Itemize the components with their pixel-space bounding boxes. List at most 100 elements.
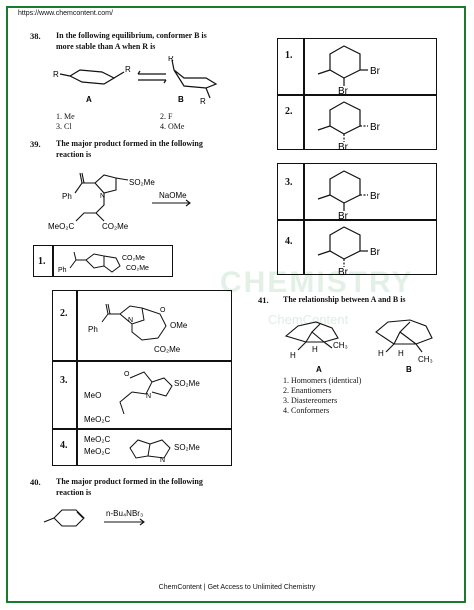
q39-option-1-co2me-b: CO₂Me: [126, 265, 149, 272]
q39-option-4-meo2c-a: MeO₂C: [84, 435, 110, 444]
q40-option-3-label[interactable]: 3.: [285, 177, 293, 188]
q40-option-4-br-b: Br: [338, 267, 349, 275]
q39-option-2-ome: OMe: [170, 321, 188, 330]
q39-option-2-label[interactable]: 2.: [60, 308, 68, 319]
q40-reagent: n-Bu₄NBr₃: [106, 509, 143, 518]
q40-option-1-br-a: Br: [370, 66, 381, 77]
q41-b-h-mid: H: [398, 349, 404, 358]
q38-text-line1: In the following equilibrium, conformer …: [56, 31, 207, 40]
q39-option-4-meo2c-b: MeO₂C: [84, 447, 110, 456]
q41-label-b: B: [406, 365, 412, 374]
q38-r-bottom: R: [200, 97, 206, 106]
q39-option-4-so2me: SO₂Me: [174, 443, 200, 452]
q41-option-2[interactable]: 2. Enantiomers: [283, 386, 332, 395]
q39-reactant-n: N: [100, 193, 105, 200]
q41-a-h-left: H: [290, 351, 296, 360]
q39-option-2-n: N: [128, 317, 133, 324]
q38-option-2[interactable]: 2. F: [160, 112, 173, 121]
q39-text-line2: reaction is: [56, 150, 92, 159]
q38-equilibrium-diagram: R R R R A B: [53, 56, 218, 106]
q39-options-2-4-box: [52, 290, 232, 466]
q39-option-3-meo2c: MeO₂C: [84, 415, 110, 424]
q39-option-4-n: N: [160, 457, 165, 464]
q39-option-divider-1: [52, 360, 232, 362]
q40-option-2-label[interactable]: 2.: [285, 106, 293, 117]
q39-option-3-label[interactable]: 3.: [60, 375, 68, 386]
q41-b-ch3: CH₃: [418, 355, 433, 364]
q41-number: 41.: [258, 295, 269, 305]
page-border: [6, 6, 466, 603]
q41-a-h-mid: H: [312, 345, 318, 354]
header-url[interactable]: https://www.chemcontent.com/: [18, 10, 113, 17]
q40-option-2-br-b: Br: [338, 142, 349, 150]
q41-structures-diagram: H H CH₃ H H CH₃ A B: [284, 319, 433, 374]
q39-option-1-label: 1.: [38, 256, 46, 267]
q38-r-top: R: [168, 56, 174, 63]
q39-number: 39.: [30, 139, 41, 149]
q40-column-divider-a: [303, 38, 305, 150]
q39-option-1-co2me-a: CO₂Me: [122, 255, 145, 262]
q39-option-1-divider: [52, 245, 54, 277]
q38-text-line2: more stable than A when R is: [56, 42, 156, 51]
q39-reactant-meo2c: MeO₂C: [48, 222, 74, 231]
footer-text: ChemContent | Get Access to Unlimited Ch…: [158, 584, 316, 591]
q40-option-1-label[interactable]: 1.: [285, 50, 293, 61]
q40-option-divider-a: [277, 94, 437, 96]
q39-option-divider-2: [52, 428, 232, 430]
q41-option-3[interactable]: 3. Diastereomers: [283, 396, 338, 405]
q39-option-column-divider: [76, 290, 78, 466]
q41-label-a: A: [316, 365, 322, 374]
q39-option-3-o: O: [124, 371, 130, 378]
q40-option-1-br-b: Br: [338, 86, 349, 94]
q40-option-4-br-a: Br: [370, 247, 381, 258]
q39-option-4-label[interactable]: 4.: [60, 440, 68, 451]
q38-r-left: R: [53, 70, 59, 79]
q39-option-1-ph: Ph: [58, 267, 67, 274]
q40-text-line2: reaction is: [56, 488, 92, 497]
q39-option-3-meo: MeO: [84, 391, 101, 400]
q39-option-2-ph: Ph: [88, 325, 98, 334]
q39-option-1-structure: Ph CO₂Me CO₂Me: [58, 251, 149, 274]
q40-option-divider-b: [277, 219, 437, 221]
q40-reactant-diagram: n-Bu₄NBr₃: [43, 509, 145, 527]
q38-option-3[interactable]: 3. Cl: [56, 122, 72, 131]
q39-option-2-o: O: [160, 307, 166, 314]
q41-b-h-left: H: [378, 349, 384, 358]
q38-r-right: R: [125, 65, 131, 74]
watermark-sub: ChemContent: [268, 312, 349, 327]
q39-option-1-box[interactable]: [33, 245, 173, 277]
q41-a-ch3: CH₃: [333, 341, 348, 350]
q41-option-4[interactable]: 4. Conformers: [283, 406, 330, 415]
q39-option-4-structure: MeO₂C MeO₂C N SO₂Me: [84, 435, 200, 464]
q39-reactant-diagram: Ph N SO₂Me MeO₂C CO₂Me NaOMe: [48, 172, 191, 231]
q39-reactant-so2me: SO₂Me: [129, 178, 155, 187]
q41-option-1[interactable]: 1. Homomers (identical): [283, 376, 362, 385]
q39-option-3-n: N: [146, 393, 151, 400]
q39-option-2-co2me: CO₂Me: [154, 345, 181, 354]
q40-option-4-label[interactable]: 4.: [285, 236, 293, 247]
q40-option-3-structure: Br Br: [317, 170, 381, 219]
q40-number: 40.: [30, 477, 41, 487]
q38-option-4[interactable]: 4. OMe: [160, 122, 185, 131]
q39-text-line1: The major product formed in the followin…: [56, 139, 203, 148]
q39-option-3-structure: O N SO₂Me MeO MeO₂C: [84, 371, 200, 424]
q40-option-2-structure: Br Br: [317, 101, 381, 150]
q40-option-3-br-a: Br: [370, 191, 381, 202]
q39-option-2-structure: Ph N O OMe CO₂Me: [88, 303, 188, 354]
q39-reactant-ph: Ph: [62, 192, 72, 201]
q40-column-divider-b: [303, 163, 305, 275]
q40-option-1-structure: Br Br: [317, 45, 381, 94]
q38-option-1[interactable]: 1. Me: [56, 112, 75, 121]
q39-reactant-co2me: CO₂Me: [102, 222, 129, 231]
q40-option-4-structure: Br Br: [317, 226, 381, 275]
q40-option-2-br-a: Br: [370, 122, 381, 133]
watermark-main: CHEMISTRY: [220, 266, 414, 299]
q39-option-3-so2me: SO₂Me: [174, 379, 200, 388]
q38-label-b: B: [178, 95, 184, 104]
q38-number: 38.: [30, 31, 41, 41]
q41-text: The relationship between A and B is: [283, 295, 406, 304]
q39-reagent: NaOMe: [159, 191, 187, 200]
q40-text-line1: The major product formed in the followin…: [56, 477, 203, 486]
q40-option-3-br-b: Br: [338, 211, 349, 219]
q38-label-a: A: [86, 95, 92, 104]
